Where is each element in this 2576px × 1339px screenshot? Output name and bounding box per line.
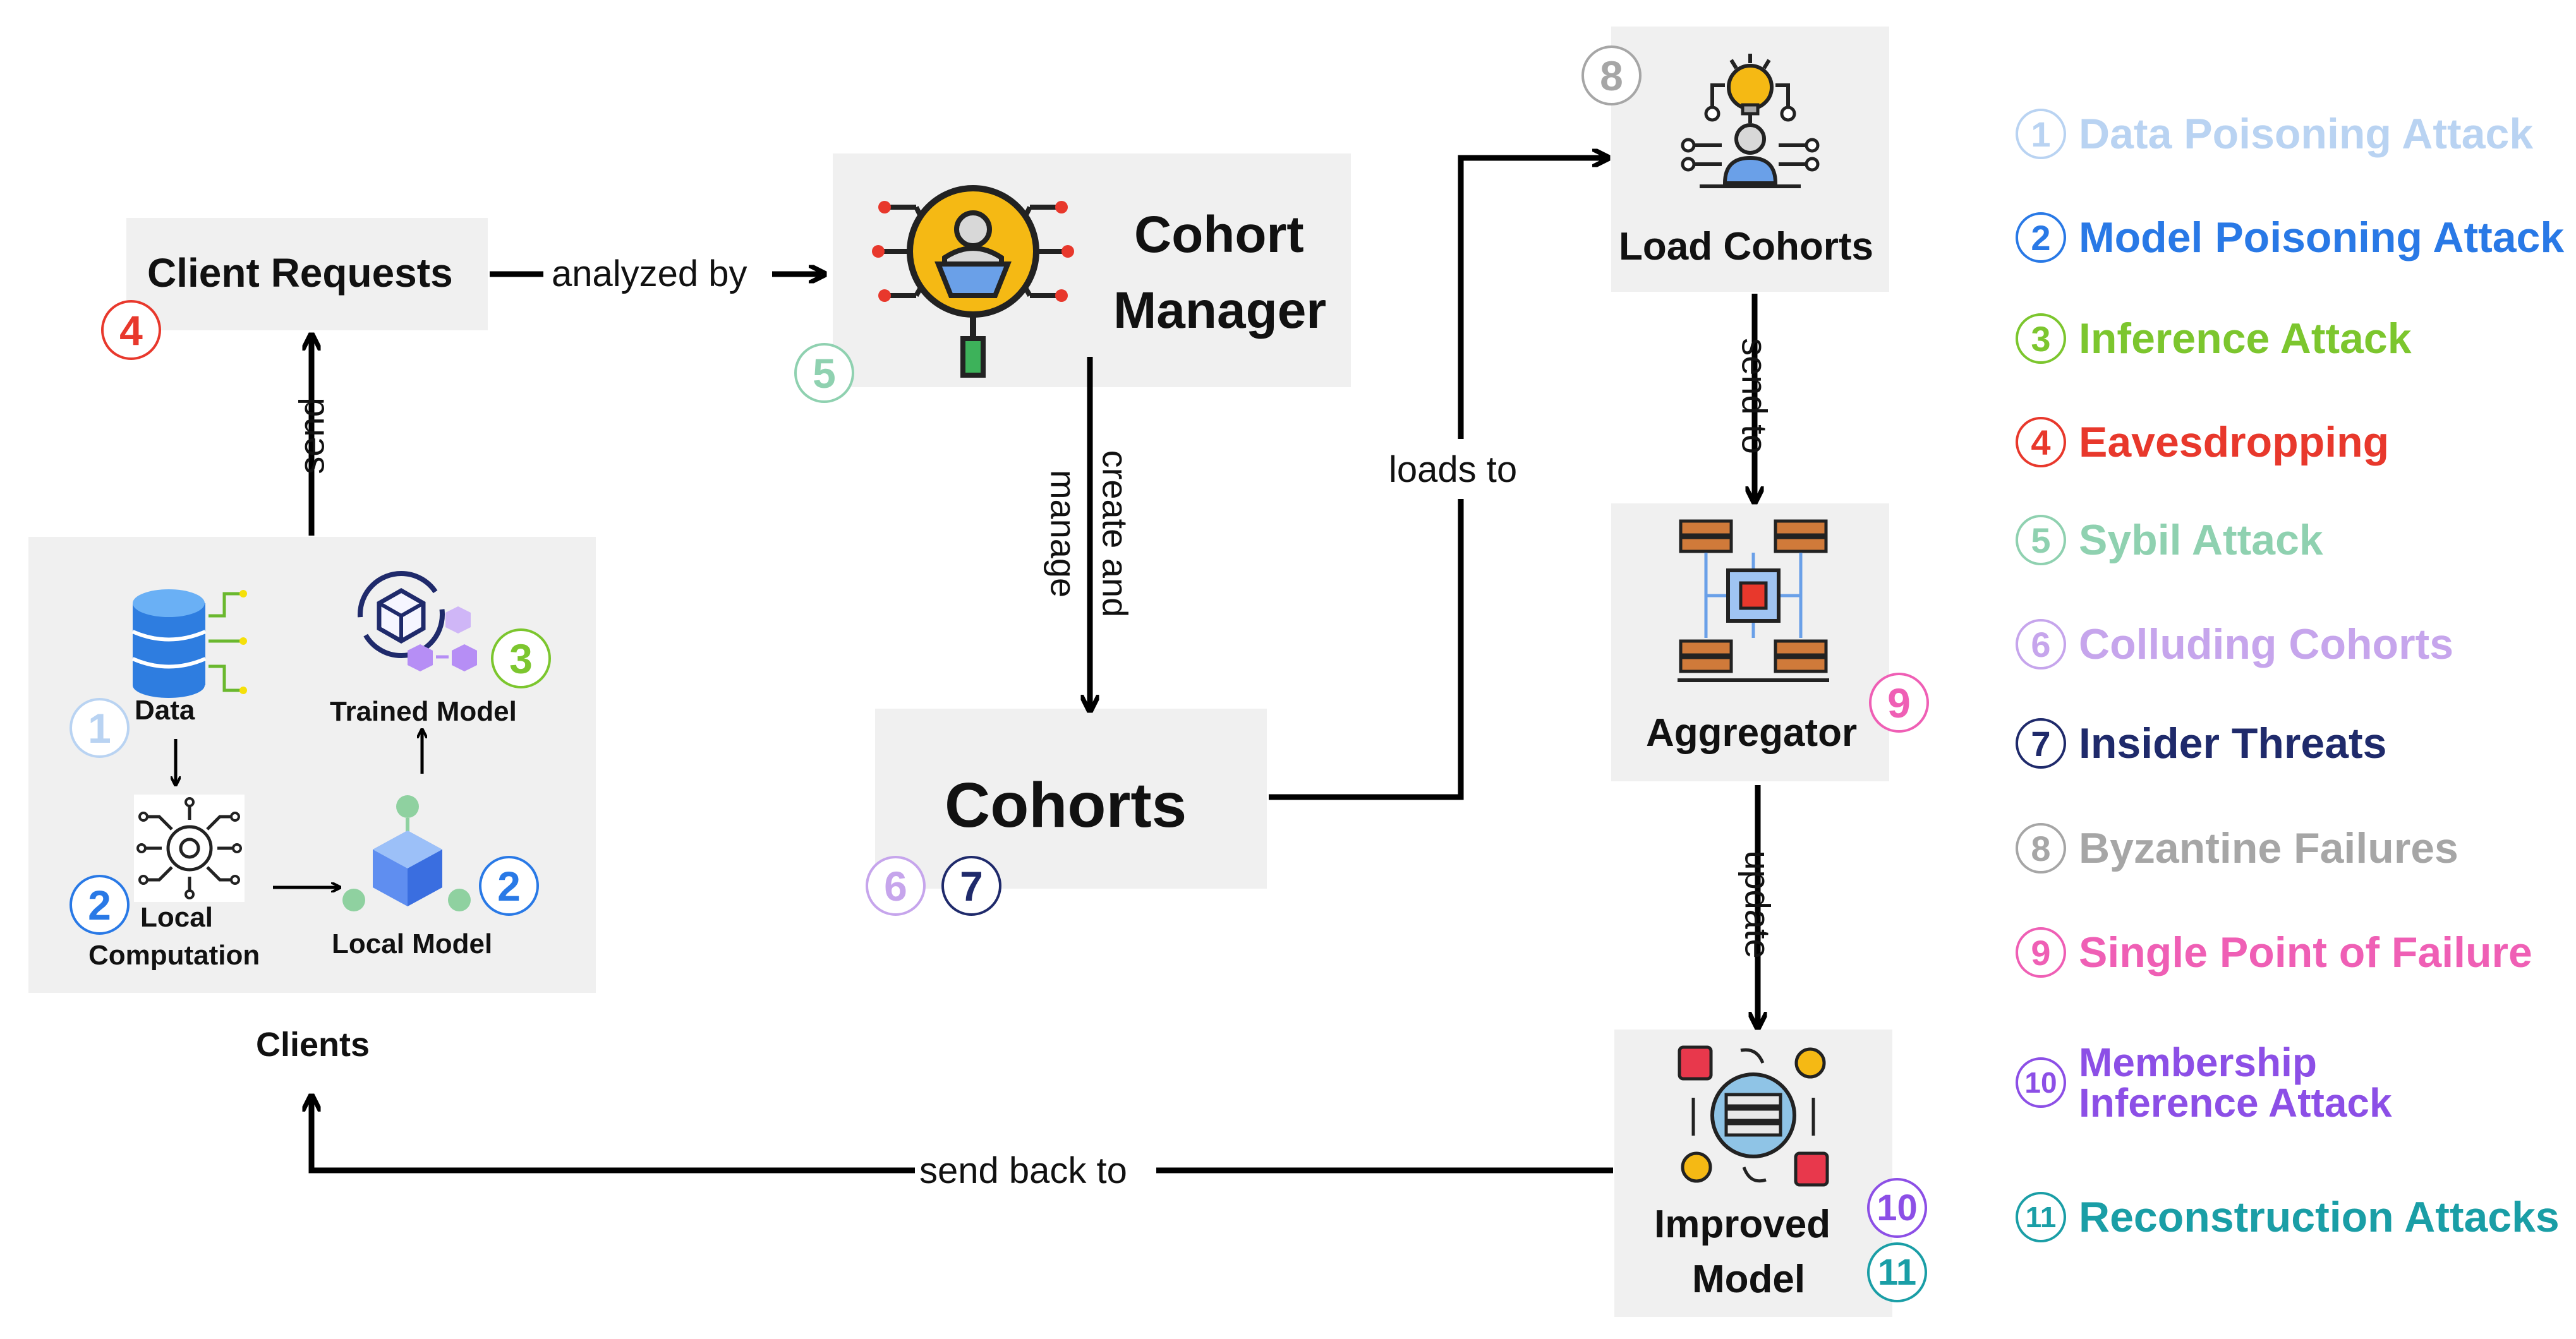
legend-label: Byzantine Failures xyxy=(2079,824,2458,872)
edge-label-send: send xyxy=(291,397,332,474)
legend-item-3: 3 Inference Attack xyxy=(2016,313,2412,364)
cohort-manager-label-1: Cohort xyxy=(1134,206,1304,263)
badge-8-load-cohorts: 8 xyxy=(1581,45,1642,105)
legend-badge: 8 xyxy=(2016,823,2066,874)
badge-2-local-model: 2 xyxy=(479,856,539,916)
badge-1-data: 1 xyxy=(70,698,130,758)
edge-label-analyzed-by: analyzed by xyxy=(552,253,747,294)
legend-label: Insider Threats xyxy=(2079,719,2387,767)
trained-model-label: Trained Model xyxy=(330,696,517,727)
aggregator-label: Aggregator xyxy=(1646,711,1858,755)
legend-item-10: 10 Membership Inference Attack xyxy=(2016,1042,2433,1123)
database-icon xyxy=(131,589,247,698)
edge-label-update: update xyxy=(1738,850,1778,959)
cohort-manager-label-2: Manager xyxy=(1113,282,1327,339)
cohort-manager-icon xyxy=(872,185,1074,378)
legend-label: Reconstruction Attacks xyxy=(2079,1193,2560,1241)
edge-loads-to-b xyxy=(1458,158,1605,439)
legend-badge: 1 xyxy=(2016,109,2066,159)
legend-label: Model Poisoning Attack xyxy=(2079,213,2565,261)
local-computation-label-2: Computation xyxy=(88,940,260,971)
badge-7-cohorts: 7 xyxy=(941,856,1001,916)
badge-5-cohort-manager: 5 xyxy=(794,343,854,403)
cohorts-label: Cohorts xyxy=(945,770,1187,841)
legend-label: Eavesdropping xyxy=(2079,418,2390,466)
edge-send-back-b xyxy=(311,1099,915,1174)
badge-11-improved-model: 11 xyxy=(1867,1242,1927,1302)
legend-item-1: 1 Data Poisoning Attack xyxy=(2016,109,2533,159)
legend-badge: 6 xyxy=(2016,619,2066,670)
badge-10-improved-model: 10 xyxy=(1867,1178,1927,1238)
edge-label-send-back-to: send back to xyxy=(919,1150,1127,1191)
load-cohorts-label: Load Cohorts xyxy=(1619,225,1873,268)
legend-badge: 5 xyxy=(2016,515,2066,565)
client-requests-box xyxy=(126,218,488,330)
legend-badge: 9 xyxy=(2016,927,2066,978)
legend-label: Data Poisoning Attack xyxy=(2079,110,2534,158)
legend-item-9: 9 Single Point of Failure xyxy=(2016,927,2532,978)
improved-model-label-2: Model xyxy=(1692,1258,1806,1301)
improved-model-label-1: Improved xyxy=(1654,1203,1831,1246)
legend-label: Sybil Attack xyxy=(2079,516,2323,564)
legend-label: Membership Inference Attack xyxy=(2079,1040,2392,1126)
legend-item-8: 8 Byzantine Failures xyxy=(2016,823,2458,874)
badge-6-cohorts: 6 xyxy=(866,856,926,916)
badge-9-aggregator: 9 xyxy=(1869,673,1929,733)
local-model-icon xyxy=(342,795,471,911)
improved-model-icon xyxy=(1678,1045,1829,1187)
local-computation-icon xyxy=(134,795,245,902)
legend-label: Inference Attack xyxy=(2079,315,2412,363)
badge-2-local-computation: 2 xyxy=(70,875,130,935)
aggregator-icon xyxy=(1678,519,1829,682)
local-model-label: Local Model xyxy=(332,928,493,959)
badge-4-client-requests: 4 xyxy=(101,300,161,360)
edge-label-loads-to: loads to xyxy=(1389,449,1518,490)
legend-badge: 10 xyxy=(2016,1057,2066,1108)
legend-item-7: 7 Insider Threats xyxy=(2016,718,2387,769)
cohorts-box xyxy=(875,709,1267,889)
legend-badge: 4 xyxy=(2016,417,2066,467)
legend-badge: 3 xyxy=(2016,313,2066,364)
edge-label-create-and-manage-1: create and xyxy=(1095,450,1135,618)
legend-item-4: 4 Eavesdropping xyxy=(2016,417,2389,467)
legend-label: Colluding Cohorts xyxy=(2079,620,2454,668)
local-computation-label-1: Local xyxy=(140,902,213,933)
legend-item-11: 11 Reconstruction Attacks xyxy=(2016,1192,2560,1242)
aggregator-box xyxy=(1611,503,1889,781)
legend-label: Single Point of Failure xyxy=(2079,928,2532,976)
badge-3-trained-model: 3 xyxy=(491,628,551,688)
legend-badge: 7 xyxy=(2016,718,2066,769)
data-label: Data xyxy=(135,695,195,726)
legend-badge: 11 xyxy=(2016,1192,2066,1242)
edge-loads-to-a xyxy=(1269,499,1464,800)
edge-label-create-and-manage-2: manage xyxy=(1043,469,1084,598)
trained-model-icon xyxy=(358,571,477,671)
edge-label-send-to: send to xyxy=(1734,338,1775,454)
clients-label: Clients xyxy=(256,1026,370,1064)
legend-item-6: 6 Colluding Cohorts xyxy=(2016,619,2453,670)
legend-badge: 2 xyxy=(2016,212,2066,263)
client-requests-label: Client Requests xyxy=(147,250,453,296)
load-cohorts-icon xyxy=(1681,54,1820,188)
legend-item-5: 5 Sybil Attack xyxy=(2016,515,2323,565)
legend-item-2: 2 Model Poisoning Attack xyxy=(2016,212,2564,263)
